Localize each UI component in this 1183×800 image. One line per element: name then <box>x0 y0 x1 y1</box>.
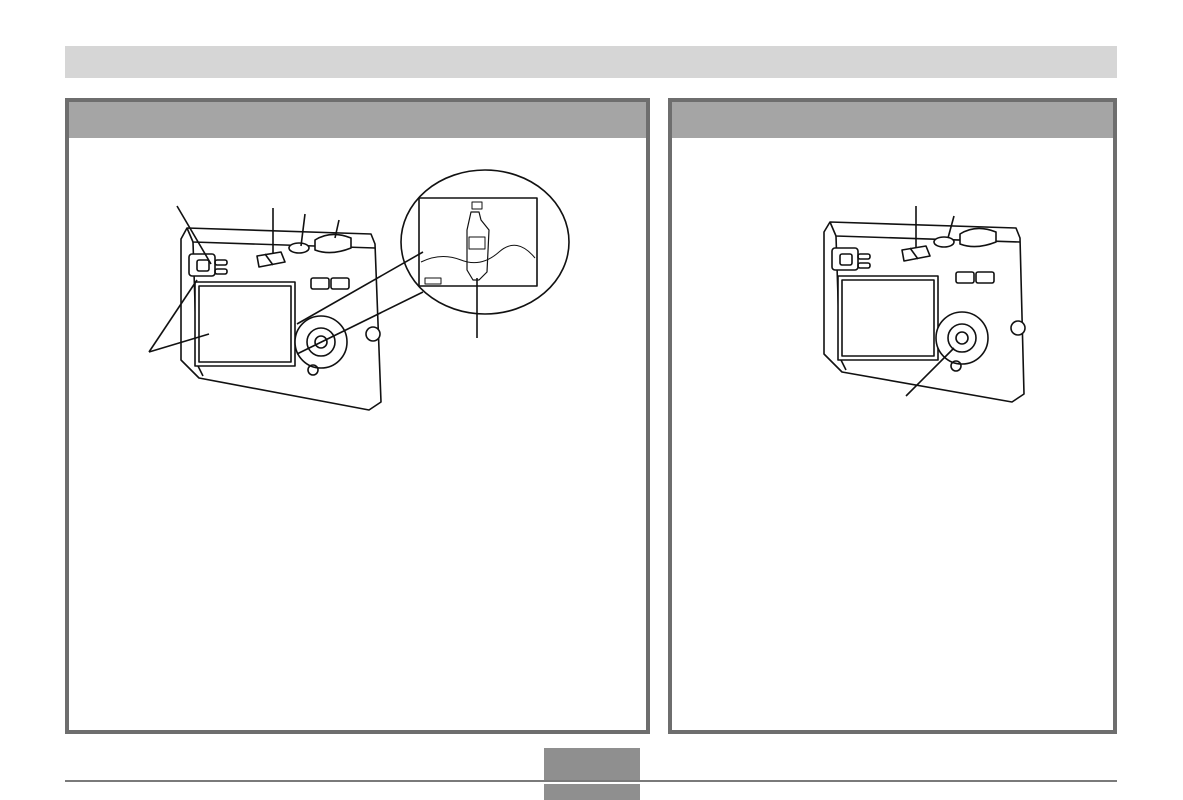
power-button <box>288 242 310 254</box>
leader-line-lamp <box>176 205 212 265</box>
monitor-screen <box>194 281 296 367</box>
set-button <box>955 331 969 345</box>
leader-line-monitor-b <box>148 333 210 353</box>
mode-button-rec <box>955 271 975 284</box>
mode-button-rec <box>310 277 330 290</box>
indicator-lamp-bottom <box>214 268 228 275</box>
camera-illustration-right <box>823 206 1026 403</box>
left-panel <box>65 98 650 734</box>
callout-connector-top <box>296 251 424 325</box>
monitor-callout-screen <box>418 197 538 287</box>
page-number-tab <box>544 748 640 780</box>
camera-illustration-left <box>148 169 570 411</box>
menu-button <box>950 360 962 372</box>
strap-holder <box>365 326 381 342</box>
battery-icon <box>424 277 442 285</box>
indicator-lamp-top <box>857 253 871 260</box>
power-button <box>933 236 955 248</box>
page-number-tab-base <box>544 784 640 800</box>
menu-button <box>307 364 319 376</box>
leader-line-power <box>947 215 955 239</box>
callout-connector-bottom <box>296 291 424 355</box>
shutter-button <box>959 227 997 248</box>
viewfinder <box>188 253 216 277</box>
leader-line-power <box>300 213 306 247</box>
title-bar <box>65 46 1117 78</box>
focus-frame-icon <box>468 236 486 250</box>
shutter-button <box>314 233 352 254</box>
control-dial <box>935 311 989 365</box>
mode-button-play <box>975 271 995 284</box>
right-panel-header <box>672 102 1113 138</box>
indicator-lamp-bottom <box>857 262 871 269</box>
strap-holder <box>1010 320 1026 336</box>
viewfinder <box>831 247 859 271</box>
monitor-screen <box>837 275 939 361</box>
set-button <box>314 335 328 349</box>
flash-icon <box>471 201 483 210</box>
mode-button-play <box>330 277 350 290</box>
indicator-lamp-top <box>214 259 228 266</box>
left-panel-header <box>69 102 646 138</box>
leader-line-shutter <box>334 219 340 239</box>
subject-figure <box>466 211 490 281</box>
zoom-lever <box>901 245 931 262</box>
footer-rule <box>65 780 1117 782</box>
leader-line-dial <box>905 347 955 397</box>
leader-line-monitor-a <box>148 279 198 353</box>
right-panel <box>668 98 1117 734</box>
